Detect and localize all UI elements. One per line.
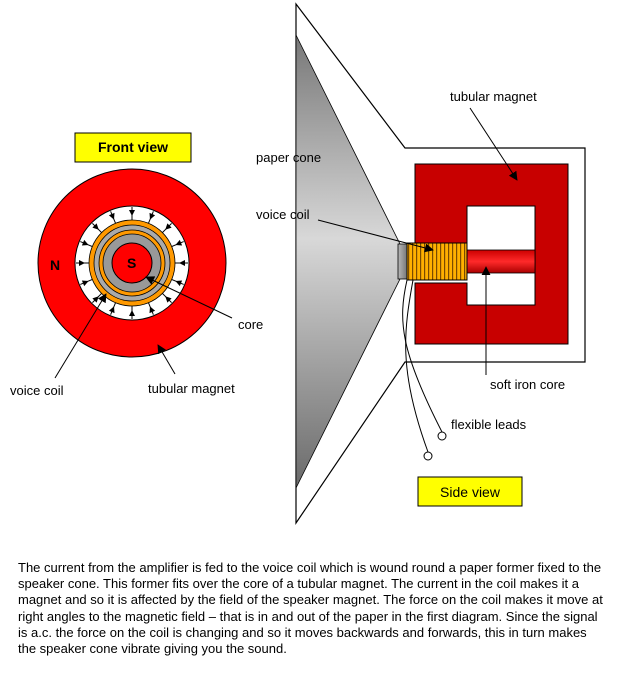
front-voice-coil-label: voice coil xyxy=(10,383,64,398)
voice-coil-pointer xyxy=(54,293,107,379)
flexible-lead-1 xyxy=(405,279,429,453)
field-arrowhead xyxy=(81,239,89,246)
voice-coil-winding xyxy=(406,242,468,281)
magnet-pointer xyxy=(157,344,176,375)
front-core-label: core xyxy=(238,317,263,332)
paper-cone-label: paper cone xyxy=(256,150,321,165)
side-tubular-magnet-label: tubular magnet xyxy=(450,89,537,104)
core-pointer xyxy=(145,276,233,319)
field-arrowhead xyxy=(108,212,115,220)
field-arrowhead xyxy=(179,260,185,266)
side-magnet-pointer xyxy=(469,107,518,181)
field-arrowhead xyxy=(81,280,89,287)
flexible-leads-label: flexible leads xyxy=(451,417,527,432)
field-arrowhead xyxy=(175,239,183,246)
field-arrowhead xyxy=(165,296,172,303)
side-view-label-box xyxy=(417,476,523,507)
soft-iron-core-label: soft iron core xyxy=(490,377,565,392)
description-text: The current from the amplifier is fed to… xyxy=(18,560,603,657)
field-arrowhead xyxy=(129,310,135,316)
field-arrowhead xyxy=(79,260,85,266)
front-core xyxy=(111,242,153,284)
soft-iron-core xyxy=(466,249,536,274)
north-pole-label: N xyxy=(50,257,60,273)
side-voice-coil-pointer xyxy=(317,219,434,253)
flexible-lead-2 xyxy=(402,279,443,433)
field-arrowhead xyxy=(149,212,156,220)
front-tubular-magnet-label: tubular magnet xyxy=(148,381,235,396)
front-view-label: Front view xyxy=(98,139,168,155)
front-view-label-box xyxy=(74,132,192,163)
field-arrowhead xyxy=(108,306,115,314)
field-arrowhead xyxy=(92,223,99,230)
south-pole-label: S xyxy=(127,255,136,271)
field-arrowhead xyxy=(175,280,183,287)
side-voice-coil-label: voice coil xyxy=(256,207,310,222)
field-arrowhead xyxy=(165,223,172,230)
side-view: paper cone voice coil tubular magnet sof… xyxy=(256,2,586,525)
field-arrowhead xyxy=(149,306,156,314)
lead-terminal-1 xyxy=(423,451,433,461)
lead-terminal-2 xyxy=(437,431,447,441)
front-view: Front view N S core voice coil tubular m… xyxy=(10,132,263,398)
side-view-label: Side view xyxy=(440,484,501,500)
field-arrowhead xyxy=(129,210,135,216)
speaker-diagram: Front view N S core voice coil tubular m… xyxy=(10,2,586,525)
field-arrowhead xyxy=(92,296,99,303)
